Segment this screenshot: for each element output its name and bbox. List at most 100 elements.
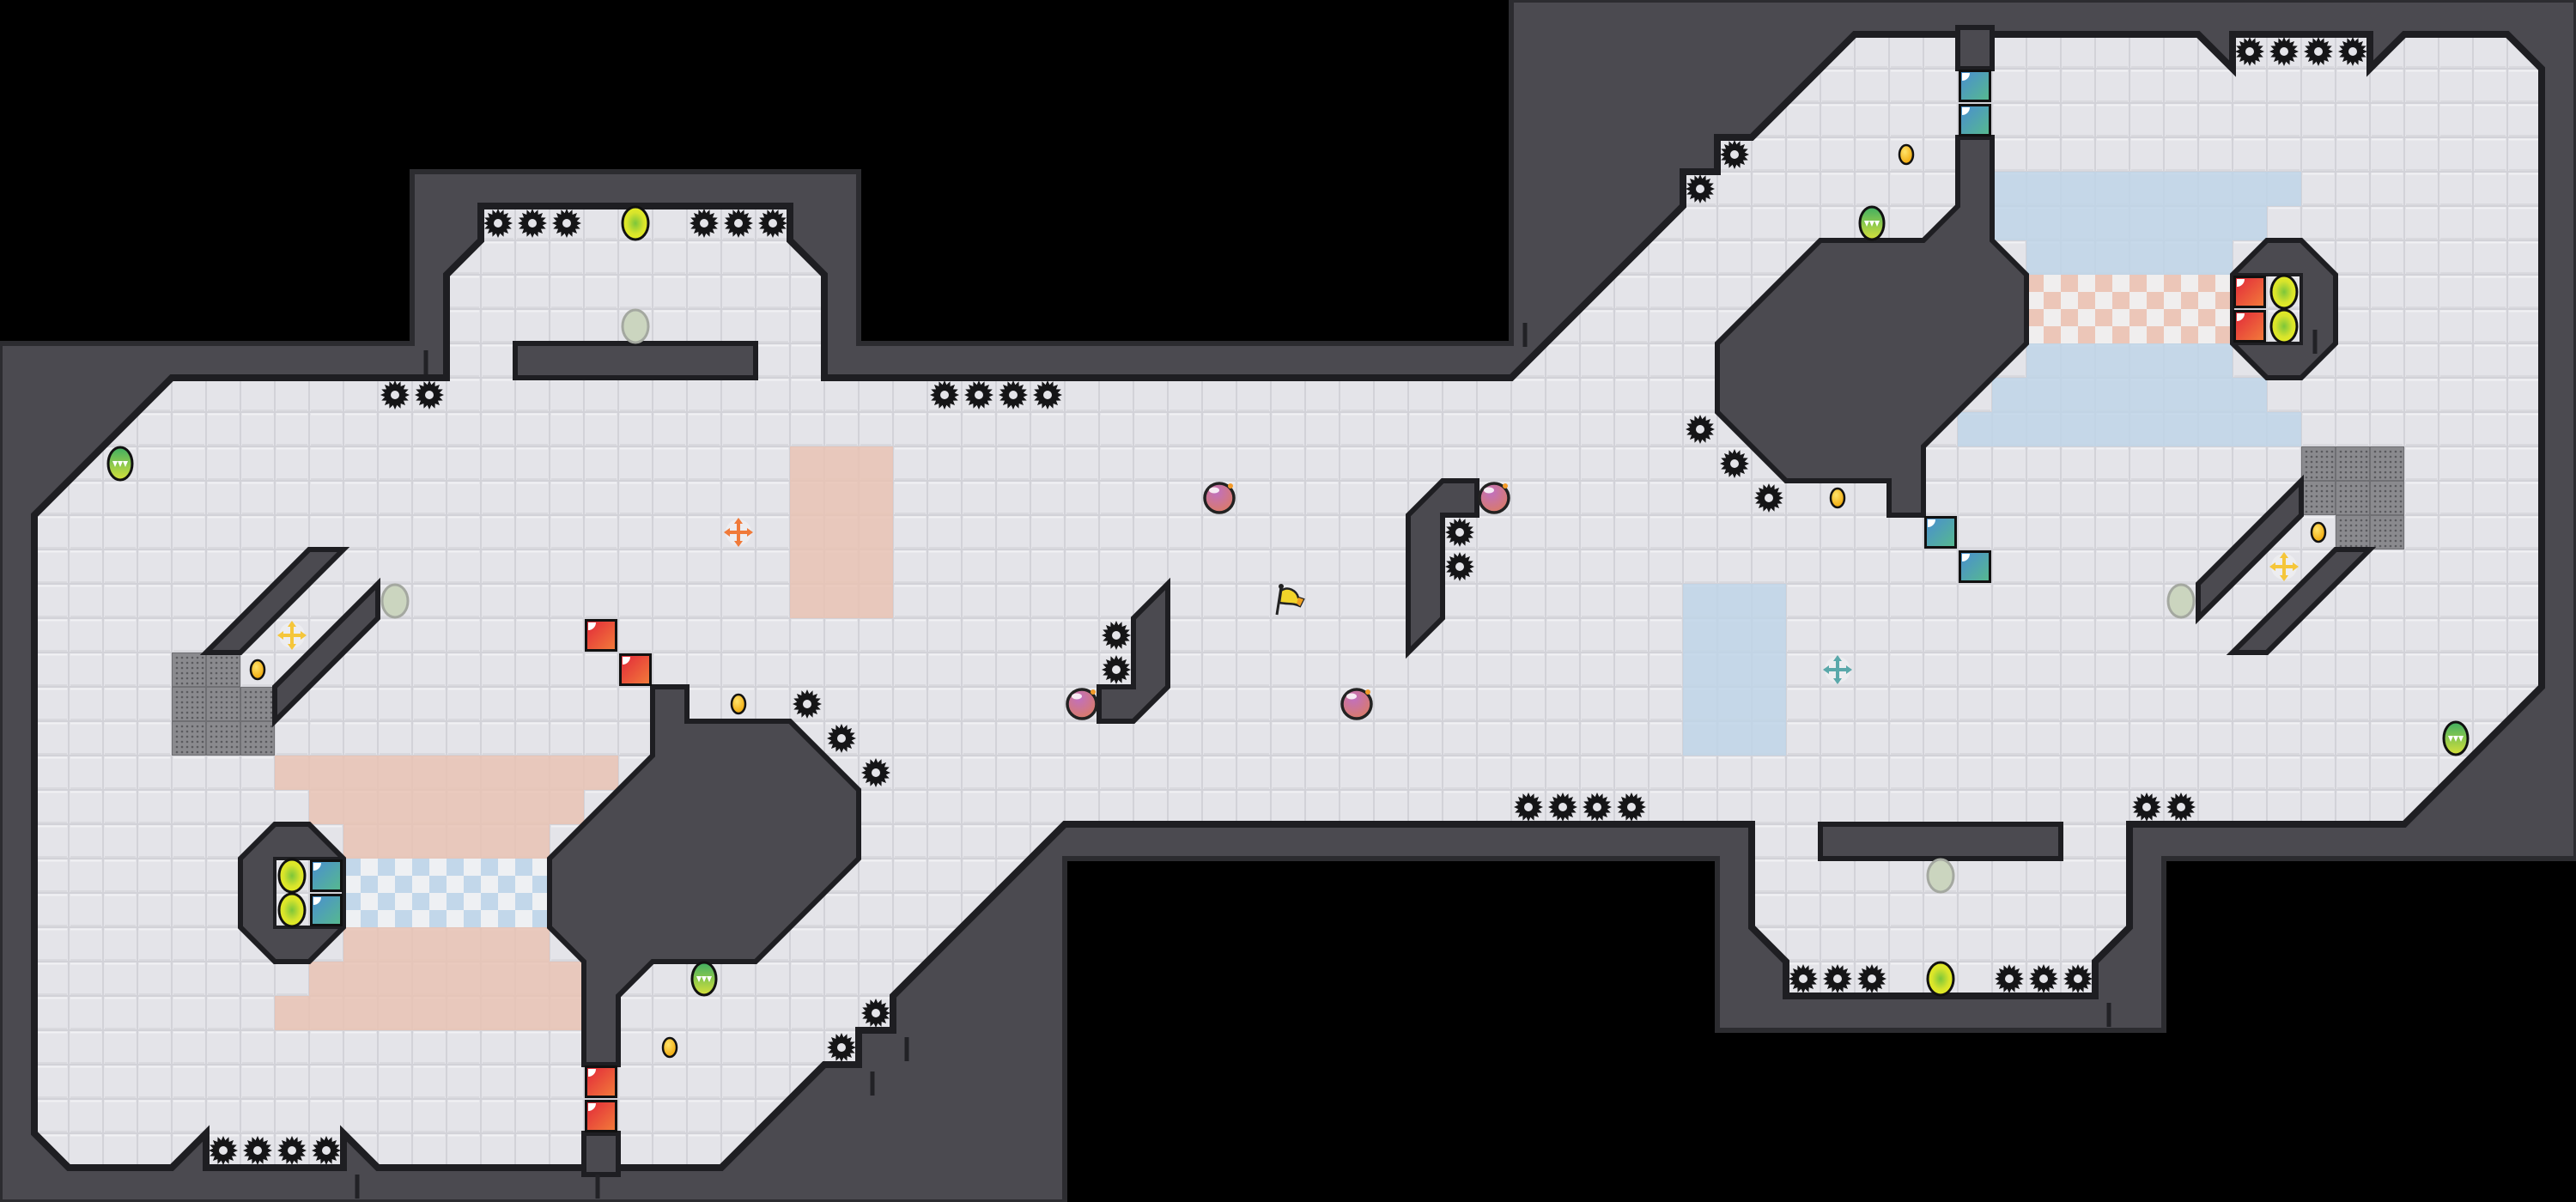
spike-saw-icon — [827, 724, 856, 753]
teal-block-icon — [1959, 550, 1991, 583]
water-zone — [1992, 378, 2267, 412]
spike-saw-icon — [1514, 792, 1543, 822]
wall-octagon-left — [547, 684, 861, 1067]
spike-saw-icon — [861, 999, 890, 1028]
hazard-zone — [343, 927, 550, 962]
wall-bar-mid-a — [1097, 577, 1170, 724]
teal-block-icon — [310, 859, 343, 892]
orb-icon — [2269, 308, 2299, 344]
bomb-icon — [1203, 482, 1236, 514]
spike-saw-icon — [2235, 37, 2264, 66]
hazard-zone — [275, 756, 618, 790]
wall-bar-mid-b — [1406, 478, 1479, 659]
wall-bar-bottom-alcove — [1818, 822, 2063, 861]
spike-saw-icon — [964, 380, 993, 410]
spike-saw-icon — [793, 689, 822, 719]
spike-saw-icon — [690, 209, 719, 238]
orb-icon — [1926, 961, 1955, 997]
water-zone — [2026, 343, 2233, 378]
coin-icon — [1829, 487, 1846, 509]
mesh-grate-icon — [2301, 481, 2336, 515]
spike-saw-icon — [312, 1136, 341, 1165]
spike-saw-icon — [243, 1136, 272, 1165]
spike-saw-icon — [1583, 792, 1612, 822]
bomb-icon — [1478, 482, 1510, 514]
orb-icon — [277, 858, 307, 894]
checker-zone-blue — [343, 859, 550, 927]
spike-saw-icon — [483, 209, 513, 238]
mesh-grate-icon — [2370, 446, 2404, 481]
mesh-grate-icon — [2370, 515, 2404, 549]
spike-saw-icon — [1720, 140, 1749, 169]
move-cross-icon — [724, 518, 753, 547]
red-block-icon — [585, 619, 617, 652]
red-block-icon — [585, 1100, 617, 1132]
bomb-icon — [1066, 688, 1098, 720]
goal-flag-icon — [1275, 584, 1305, 616]
mesh-grate-icon — [240, 687, 275, 721]
hazard-zone — [275, 996, 584, 1030]
mesh-grate-icon — [206, 653, 240, 687]
spike-saw-icon — [758, 209, 787, 238]
move-cross-icon — [2269, 552, 2299, 581]
spike-saw-icon — [518, 209, 547, 238]
spike-saw-icon — [724, 209, 753, 238]
wall-pillar-top — [1955, 25, 1995, 71]
bomb-icon — [1340, 688, 1373, 720]
wall-diagonal-right-1 — [2196, 474, 2304, 625]
spike-saw-icon — [861, 758, 890, 787]
coin-icon — [249, 659, 266, 681]
teal-block-icon — [310, 894, 343, 926]
pale-orb-icon — [380, 583, 410, 619]
spike-saw-icon — [1617, 792, 1646, 822]
coin-icon — [1898, 143, 1915, 166]
spike-saw-icon — [1445, 552, 1474, 581]
spike-saw-icon — [1102, 621, 1131, 650]
spike-saw-icon — [1720, 449, 1749, 478]
water-zone — [1992, 172, 2301, 206]
orb-icon — [277, 892, 307, 928]
move-cross-icon — [1823, 655, 1852, 684]
mesh-grate-icon — [2336, 481, 2370, 515]
teal-block-icon — [1959, 104, 1991, 137]
spike-saw-icon — [2132, 792, 2161, 822]
wall-diagonal-right-2 — [2226, 547, 2377, 655]
wall-diagonal-left-1 — [199, 547, 350, 655]
spike-saw-icon — [209, 1136, 238, 1165]
pale-orb-icon — [621, 308, 650, 344]
spike-saw-icon — [2304, 37, 2333, 66]
wall-diagonal-left-2 — [272, 577, 380, 728]
spike-saw-icon — [1789, 964, 1818, 993]
mesh-grate-icon — [240, 721, 275, 756]
hazard-zone — [790, 446, 893, 618]
hazard-zone — [343, 824, 550, 859]
mesh-grate-icon — [172, 653, 206, 687]
pod-icon — [2442, 720, 2470, 756]
mesh-grate-icon — [2336, 515, 2370, 549]
spike-saw-icon — [827, 1033, 856, 1062]
spike-saw-icon — [1033, 380, 1062, 410]
coin-icon — [730, 693, 747, 715]
spike-saw-icon — [1823, 964, 1852, 993]
coin-icon — [661, 1036, 678, 1059]
mesh-grate-icon — [2370, 481, 2404, 515]
move-cross-icon — [277, 621, 307, 650]
spike-saw-icon — [1686, 174, 1715, 203]
hazard-zone — [309, 962, 584, 996]
mesh-grate-icon — [172, 721, 206, 756]
pale-orb-icon — [2166, 583, 2196, 619]
spike-saw-icon — [930, 380, 959, 410]
water-zone — [1958, 412, 2301, 446]
pod-icon — [106, 446, 134, 482]
spike-saw-icon — [1995, 964, 2024, 993]
spike-saw-icon — [2166, 792, 2196, 822]
wall-bar-top-alcove — [513, 341, 758, 380]
spike-saw-icon — [1548, 792, 1577, 822]
spike-saw-icon — [1686, 415, 1715, 444]
wall-island-layer — [199, 25, 2377, 1199]
pod-icon — [690, 961, 718, 997]
zone-layer — [172, 172, 2404, 1030]
pod-icon — [1858, 205, 1886, 241]
entity-layer — [106, 37, 2470, 1165]
